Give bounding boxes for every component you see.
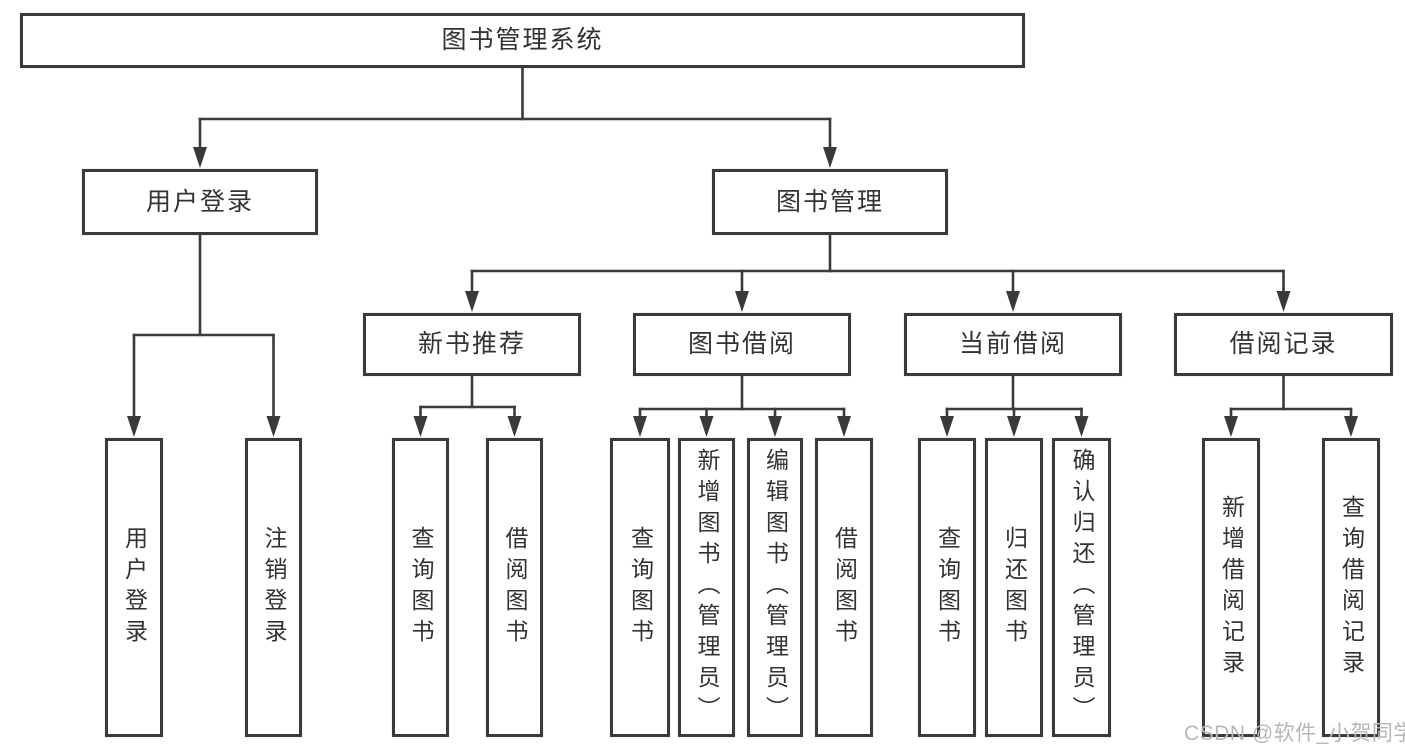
borrow-record-label: 借阅记录 [1229, 330, 1338, 358]
current-borrow-label: 当前借阅 [958, 330, 1067, 358]
node-leaf-add-book: 新增图书（管理员） [678, 438, 735, 737]
leaf-logout-label: 注销登录 [261, 525, 287, 650]
root-label: 图书管理系统 [441, 26, 604, 54]
node-book-mgmt: 图书管理 [712, 169, 948, 235]
leaf-add-book-label: 新增图书（管理员） [694, 448, 720, 727]
node-leaf-query-book-current: 查询图书 [918, 438, 976, 737]
arrowhead-book-borrow [735, 291, 749, 312]
node-user-login: 用户登录 [82, 169, 318, 235]
arrowhead-leaf-edit-book [768, 416, 782, 437]
arrowhead-leaf-query-book-borrow [633, 416, 647, 437]
node-leaf-return-book: 归还图书 [985, 438, 1043, 737]
leaf-return-book-label: 归还图书 [1001, 525, 1028, 650]
node-leaf-query-book-borrow: 查询图书 [610, 438, 670, 737]
leaf-add-borrow-record-label: 新增借阅记录 [1218, 494, 1245, 681]
node-new-book-rec: 新书推荐 [363, 313, 581, 376]
arrowhead-leaf-query-book-new [413, 416, 428, 437]
node-leaf-add-borrow-record: 新增借阅记录 [1202, 438, 1260, 737]
arrowhead-borrow-record [1276, 291, 1291, 312]
user-login-label: 用户登录 [145, 187, 254, 216]
arrowhead-leaf-borrow-book-new [507, 416, 522, 437]
node-root: 图书管理系统 [20, 13, 1025, 68]
arrowhead-leaf-logout [266, 416, 281, 437]
arrowhead-leaf-borrow-book [837, 416, 851, 437]
leaf-query-book-current-label: 查询图书 [934, 525, 961, 650]
node-leaf-query-borrow-record: 查询借阅记录 [1322, 438, 1380, 737]
node-borrow-record: 借阅记录 [1174, 313, 1393, 376]
node-leaf-user-login: 用户登录 [105, 438, 163, 737]
node-book-borrow: 图书借阅 [633, 313, 851, 376]
node-leaf-query-book-new: 查询图书 [392, 438, 449, 737]
leaf-query-book-new-label: 查询图书 [408, 525, 434, 650]
leaf-user-login-label: 用户登录 [121, 525, 148, 650]
arrowhead-user-login [193, 147, 207, 168]
arrowhead-book-mgmt [823, 147, 837, 168]
node-leaf-logout: 注销登录 [245, 438, 302, 737]
book-mgmt-label: 图书管理 [775, 187, 884, 216]
arrowhead-leaf-add-book [699, 416, 714, 437]
arrowhead-leaf-query-borrow-record [1344, 416, 1358, 437]
node-leaf-confirm-return: 确认归还（管理员） [1052, 438, 1111, 737]
arrowhead-leaf-add-borrow-record [1224, 416, 1238, 437]
leaf-query-book-borrow-label: 查询图书 [627, 525, 654, 650]
node-leaf-borrow-book-new: 借阅图书 [486, 438, 543, 737]
leaf-edit-book-label: 编辑图书（管理员） [762, 448, 789, 727]
arrowhead-leaf-confirm-return [1074, 416, 1089, 437]
book-borrow-label: 图书借阅 [687, 330, 796, 358]
leaf-query-borrow-record-label: 查询借阅记录 [1338, 494, 1365, 681]
leaf-borrow-book-new-label: 借阅图书 [502, 525, 528, 650]
arrowhead-leaf-return-book [1007, 416, 1021, 437]
leaf-confirm-return-label: 确认归还（管理员） [1069, 448, 1095, 727]
arrowhead-leaf-user-login [127, 416, 141, 437]
leaf-borrow-book-label: 借阅图书 [831, 525, 858, 650]
new-book-rec-label: 新书推荐 [417, 330, 526, 358]
watermark: CSDN @软件_小贺同学 [1184, 722, 1405, 745]
arrowhead-new-book-rec [465, 291, 479, 312]
node-current-borrow: 当前借阅 [904, 313, 1122, 376]
node-leaf-edit-book: 编辑图书（管理员） [747, 438, 803, 737]
arrowhead-leaf-query-book-current [940, 416, 954, 437]
node-leaf-borrow-book: 借阅图书 [815, 438, 873, 737]
arrowhead-current-borrow [1006, 291, 1020, 312]
